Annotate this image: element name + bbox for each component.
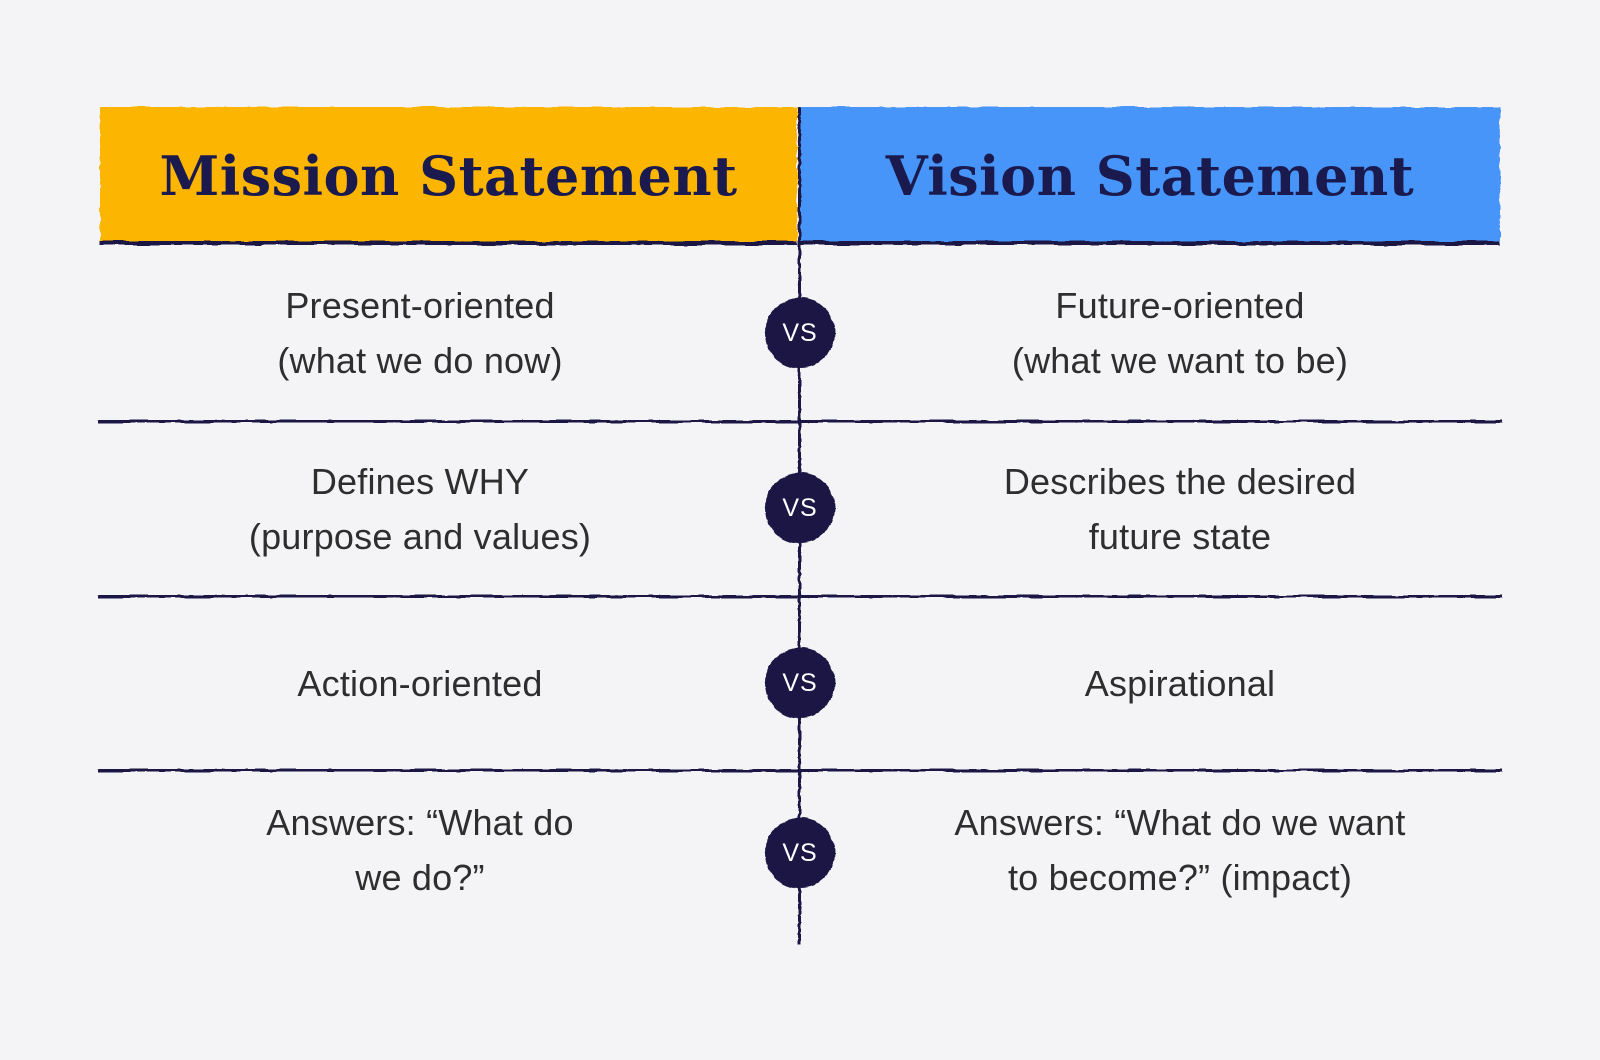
mission-cell-3-line-1: Action-oriented [297,662,543,704]
vs-badge-circle-1 [765,298,835,368]
mission-cell-4-line-2: we do?” [355,857,485,898]
vs-badge-label-3: VS [782,668,818,697]
row-divider-2 [98,595,1502,598]
mission-cell-3: Action-oriented [100,596,740,770]
mission-cell-1-line-1: Present-oriented [285,285,555,326]
vision-header-background [800,107,1500,245]
vision-cell-4-line-1: Answers: “What do we want [954,802,1406,843]
vision-cell-4: Answers: “What do we want to become?” (i… [860,770,1500,930]
vision-cell-2-line-2: future state [1088,515,1272,557]
vision-cell-2: Describes the desired future state [860,421,1500,596]
vs-badge-circle-4 [765,818,835,888]
vs-badge-circle-2 [765,473,835,543]
mission-cell-2-line-1: Defines WHY [310,460,530,502]
mission-cell-4-line-1: Answers: “What do [266,802,574,843]
vision-cell-1-line-1: Future-oriented [1055,285,1305,326]
vision-cell-3: Aspirational [860,596,1500,770]
mission-header-title: Mission Statement [159,144,738,208]
vs-badge-label-2: VS [782,493,818,522]
vision-cell-1: Future-oriented (what we want to be) [860,245,1500,421]
row-divider-1 [98,420,1502,423]
vision-header-title: Vision Statement [885,144,1415,208]
mission-cell-1-line-2: (what we do now) [277,340,563,381]
mission-header-background [100,107,797,245]
vision-cell-3-line-1: Aspirational [1084,662,1276,704]
vision-cell-4-line-2: to become?” (impact) [1007,857,1353,898]
vs-badge-label-4: VS [782,838,818,867]
vision-cell-1-line-2: (what we want to be) [1011,340,1349,381]
vision-cell-2-line-1: Describes the desired [1003,460,1357,502]
mission-cell-2-line-2: (purpose and values) [248,515,592,557]
row-divider-3 [98,769,1502,772]
mission-cell-1: Present-oriented (what we do now) [100,245,740,421]
mission-cell-2: Defines WHY (purpose and values) [100,421,740,596]
mission-cell-4: Answers: “What do we do?” [100,770,740,930]
vs-badge-label-1: VS [782,318,818,347]
vs-badge-circle-3 [765,648,835,718]
